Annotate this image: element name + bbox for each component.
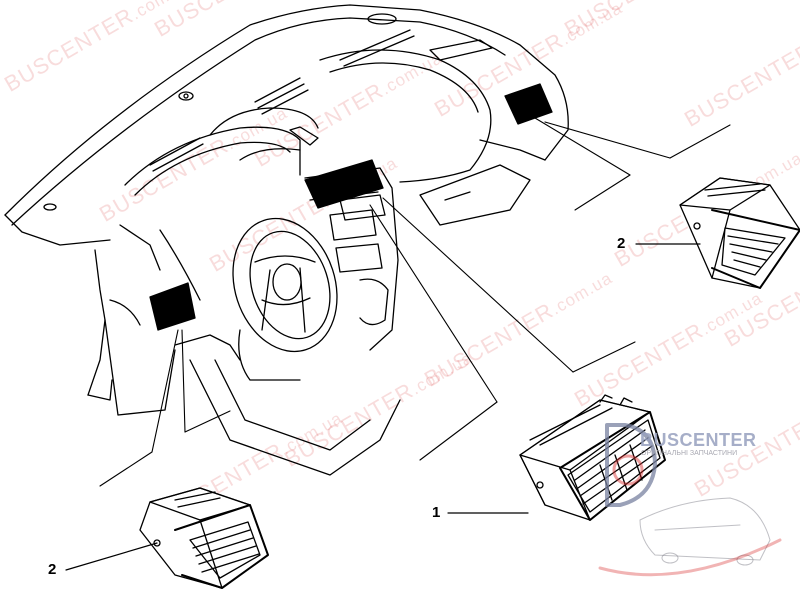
steering-wheel [232,217,338,381]
lower-dashboard [87,224,401,476]
right-vent-marker [504,83,553,125]
callout-1-center-vent: 1 [432,504,441,521]
logo-emblem [598,423,782,577]
vent-position-markers [149,83,553,331]
center-console [304,49,531,351]
callout-leaders [65,243,701,571]
left-vent-marker [149,282,196,331]
instrument-cluster [124,107,319,196]
logo-wordmark: BUSCENTER [640,430,757,450]
part-2-right-vent [679,177,800,289]
part-2-left-vent [139,487,269,589]
leader-lines [99,117,731,487]
callout-2-right-vent: 2 [617,235,626,252]
center-vent-marker [304,159,384,209]
callout-2-left-vent: 2 [48,561,57,578]
part-1-center-vent [519,394,666,521]
logo-tagline: ОРИГІНАЛЬНІ ЗАПЧАСТИНИ [641,450,738,457]
dashboard-outline [4,4,569,246]
